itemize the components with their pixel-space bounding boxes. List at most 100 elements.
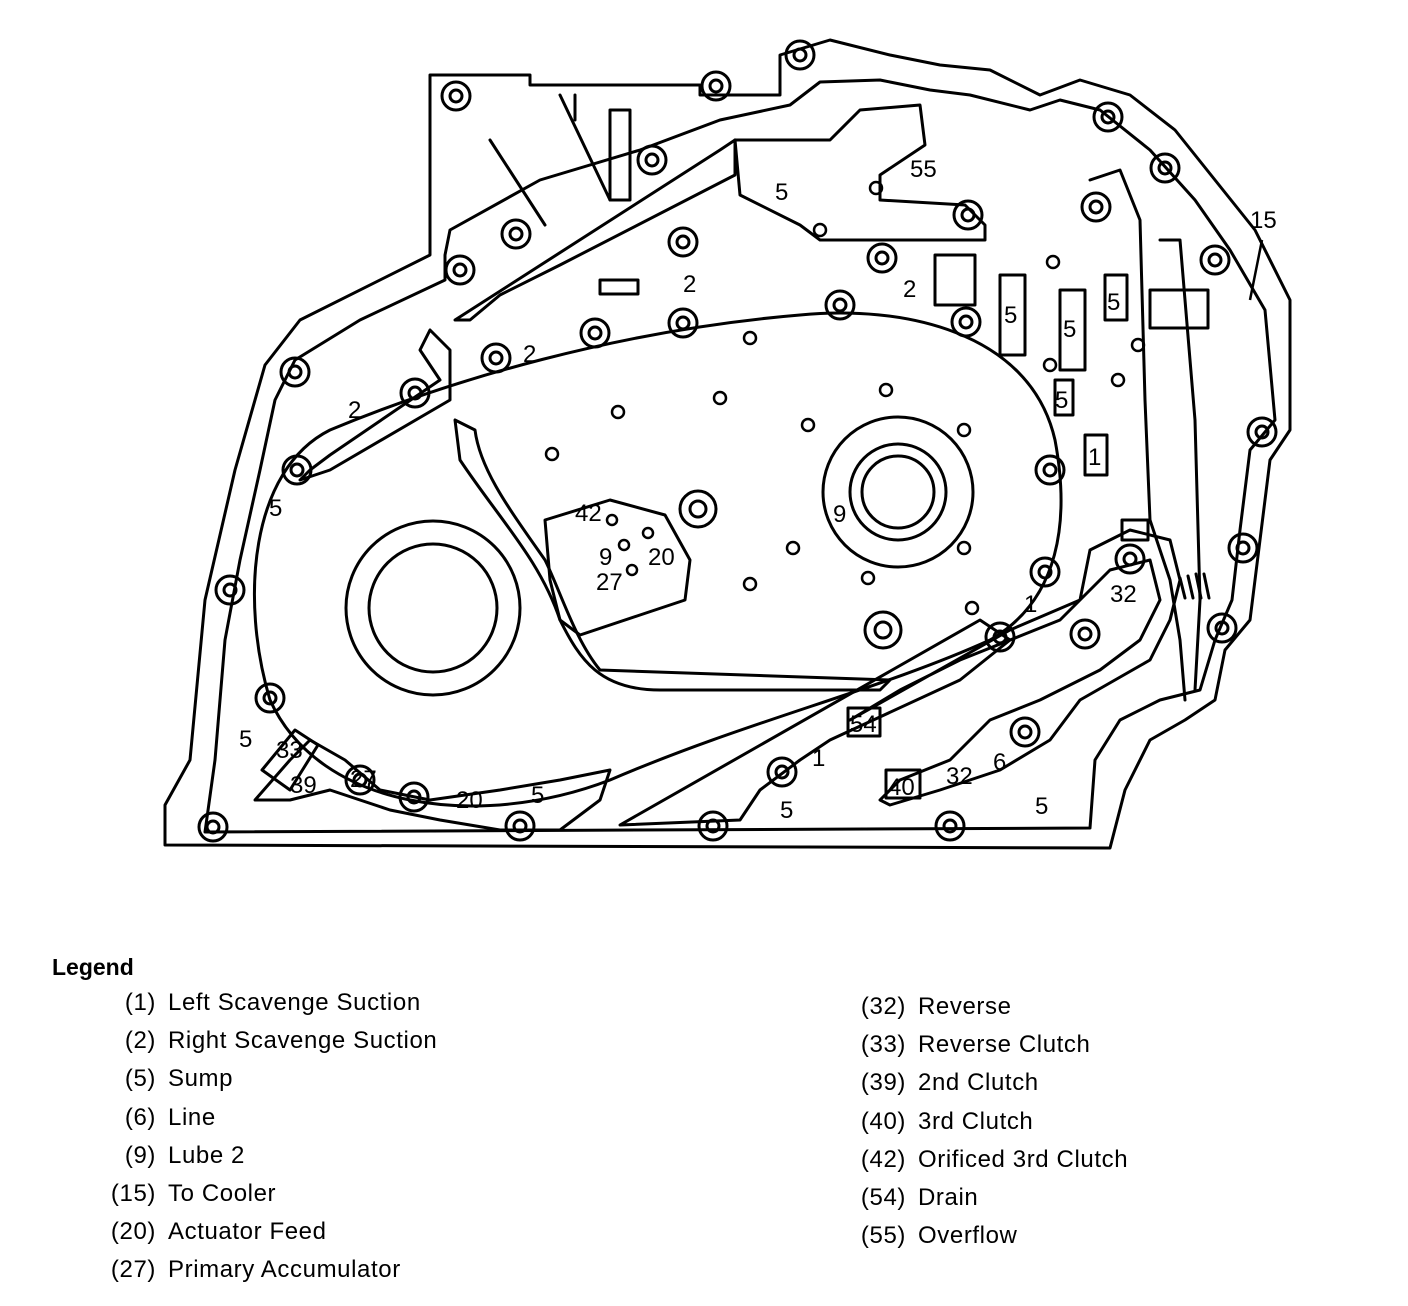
cooler-fitting-spring xyxy=(1178,572,1211,600)
callout-27: 27 xyxy=(350,766,377,793)
legend-item-number: (27) xyxy=(110,1256,156,1284)
legend-item-number: (20) xyxy=(110,1218,156,1246)
output-bore-mid xyxy=(848,442,948,542)
callout-5: 5 xyxy=(775,179,788,206)
callout-1: 1 xyxy=(1024,591,1037,618)
legend-item-number: (54) xyxy=(860,1184,906,1212)
callout-1: 1 xyxy=(1088,444,1101,471)
callout-1: 1 xyxy=(812,745,825,772)
legend-item-label: To Cooler xyxy=(168,1180,277,1208)
small-holes xyxy=(544,180,1146,616)
port-rect-9 xyxy=(846,706,882,738)
legend-item-label: Primary Accumulator xyxy=(168,1256,401,1284)
output-bore-inner xyxy=(860,454,936,530)
port-rect-6 xyxy=(1148,288,1210,330)
lower-left-passage xyxy=(253,738,612,832)
legend-item: (27) Primary Accumulator xyxy=(96,1251,437,1289)
callout-5: 5 xyxy=(1035,793,1048,820)
legend-item: (5) Sump xyxy=(96,1060,437,1098)
legend-item-label: 2nd Clutch xyxy=(918,1069,1039,1097)
callout-20: 20 xyxy=(456,787,483,814)
legend-item-label: Line xyxy=(168,1103,216,1131)
legend-item-label: 3rd Clutch xyxy=(918,1107,1034,1135)
top-left-rib-1 xyxy=(488,138,547,227)
input-bore-inner xyxy=(367,542,499,674)
valve-body-diagram: 55 5 15 2 2 5 5 5 2 5 2 1 5 42 9 20 27 9… xyxy=(163,38,1292,850)
callout-9: 9 xyxy=(599,544,612,571)
sump-gallery-top xyxy=(733,103,987,242)
legend-right-column: (32) Reverse (33) Reverse Clutch (39) 2nd C… xyxy=(856,988,1128,1255)
callout-labels: 55 5 15 2 2 5 5 5 2 5 2 1 5 42 9 20 27 9… xyxy=(239,156,1277,824)
callout-20: 20 xyxy=(648,544,675,571)
legend-item-number: (2) xyxy=(124,1027,156,1055)
callout-55: 55 xyxy=(910,156,937,183)
lower-right-gallery-a xyxy=(618,618,1012,827)
port-rect-4 xyxy=(933,253,977,307)
legend-item-number: (5) xyxy=(124,1065,156,1093)
legend-item-number: (39) xyxy=(860,1069,906,1097)
legend-item-label: Actuator Feed xyxy=(168,1218,327,1246)
port-rect-8 xyxy=(1053,378,1075,417)
legend-item: (20) Actuator Feed xyxy=(96,1213,437,1251)
callout-39: 39 xyxy=(290,772,317,799)
legend-item-label: Reverse xyxy=(918,993,1012,1021)
callout-5: 5 xyxy=(239,726,252,753)
legend-item-number: (15) xyxy=(110,1180,156,1208)
callout-5: 5 xyxy=(1004,302,1017,329)
port-rect-1 xyxy=(998,273,1027,357)
port-rect-2 xyxy=(1058,288,1087,372)
callout-40: 40 xyxy=(888,774,915,801)
callout-5: 5 xyxy=(1107,289,1120,316)
callout-15: 15 xyxy=(1250,207,1277,234)
legend-item-number: (32) xyxy=(860,993,906,1021)
upper-gallery xyxy=(453,138,737,322)
checkball-pad xyxy=(543,498,692,637)
legend-item: (40) 3rd Clutch xyxy=(856,1103,1128,1141)
legend-item-number: (1) xyxy=(124,989,156,1017)
legend-item: (32) Reverse xyxy=(856,988,1128,1026)
lower-left-passage-2 xyxy=(260,728,320,792)
legend-item-number: (9) xyxy=(124,1141,156,1169)
port-rect-7 xyxy=(598,278,640,296)
case-outer-outline xyxy=(163,38,1292,850)
callout-27: 27 xyxy=(596,569,623,596)
legend-item-label: Orificed 3rd Clutch xyxy=(918,1145,1129,1173)
callout-6: 6 xyxy=(993,749,1006,776)
bolt-holes xyxy=(197,39,1278,843)
callout-32: 32 xyxy=(946,763,973,790)
legend-item: (1) Left Scavenge Suction xyxy=(96,984,437,1022)
callout-2: 2 xyxy=(683,271,696,298)
legend-item: (42) Orificed 3rd Clutch xyxy=(856,1141,1128,1179)
legend-item-label: Right Scavenge Suction xyxy=(168,1027,438,1055)
callout-9: 9 xyxy=(833,501,846,528)
center-loop-channel xyxy=(453,418,892,692)
right-vertical-passage xyxy=(1088,168,1187,702)
legend-item-label: Sump xyxy=(168,1065,234,1093)
callout-5: 5 xyxy=(1055,387,1068,414)
legend-item-number: (33) xyxy=(860,1031,906,1059)
output-bore-outer xyxy=(821,415,975,569)
callout-2: 2 xyxy=(348,397,361,424)
legend-item: (54)Drain xyxy=(856,1179,1128,1217)
top-left-rib-2 xyxy=(558,93,612,202)
legend-item-number: (55) xyxy=(860,1222,906,1250)
callout-5: 5 xyxy=(1063,316,1076,343)
legend-item-label: Left Scavenge Suction xyxy=(168,989,421,1017)
left-scavenge-passage xyxy=(298,328,452,482)
legend-item: (9)Lube 2 xyxy=(96,1137,437,1175)
port-rect-5 xyxy=(1083,433,1109,477)
legend-item: (55)Overflow xyxy=(856,1217,1128,1255)
legend-item-number: (42) xyxy=(860,1145,906,1173)
cooler-leader-line xyxy=(1248,239,1264,301)
legend-item-number: (40) xyxy=(860,1107,906,1135)
callout-42: 42 xyxy=(575,500,602,527)
legend-item: (15) To Cooler xyxy=(96,1175,437,1213)
legend-item: (39) 2nd Clutch xyxy=(856,1064,1128,1102)
callout-5: 5 xyxy=(269,495,282,522)
port-rect-3 xyxy=(1103,273,1129,322)
callout-2: 2 xyxy=(523,341,536,368)
callout-32: 32 xyxy=(1110,581,1137,608)
legend-item-number: (6) xyxy=(124,1103,156,1131)
legend-item-label: Reverse Clutch xyxy=(918,1031,1091,1059)
callout-5: 5 xyxy=(780,797,793,824)
